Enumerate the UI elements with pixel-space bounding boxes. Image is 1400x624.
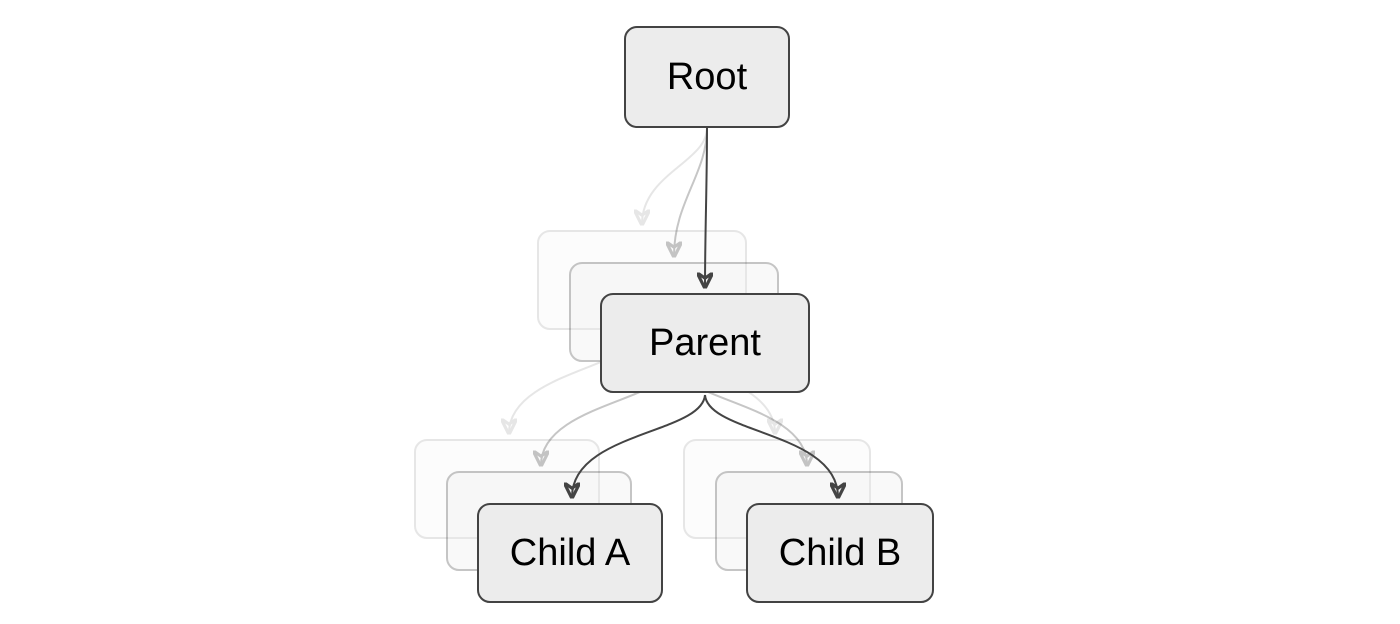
node-child-a: Child A [477, 503, 663, 603]
edge-root-parent-ghost1 [642, 127, 708, 224]
edge-parent-child-a [572, 394, 706, 497]
node-child-b-label: Child B [778, 532, 902, 574]
node-child-a-label: Child A [509, 532, 631, 574]
node-root: Root [624, 26, 790, 128]
node-parent-label: Parent [649, 322, 761, 364]
node-root-label: Root [666, 56, 748, 98]
node-child-b: Child B [746, 503, 934, 603]
node-parent: Parent [600, 293, 810, 393]
edge-parent-child-b [704, 394, 838, 497]
edge-root-parent [705, 127, 707, 287]
edge-root-parent-ghost2 [674, 127, 708, 256]
